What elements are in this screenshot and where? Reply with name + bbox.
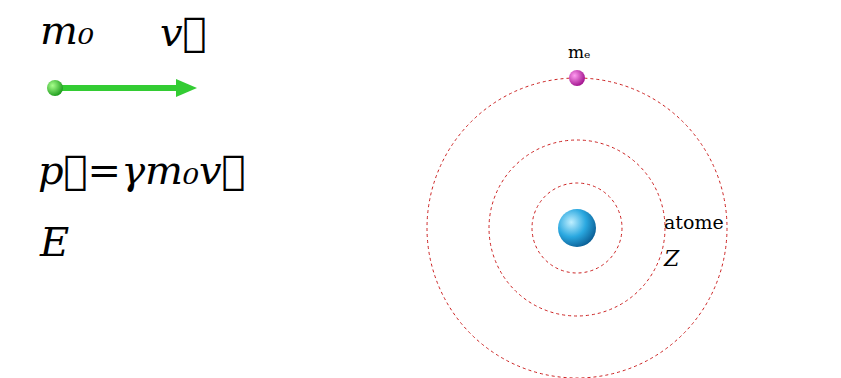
energy-label: E xyxy=(40,222,69,262)
velocity-label: v⃗ xyxy=(160,12,207,52)
electron-mass-label: mₑ xyxy=(568,44,591,61)
rest-mass-label: m₀ xyxy=(40,10,94,50)
nucleus xyxy=(558,209,596,247)
outer-orbit xyxy=(427,78,727,378)
electron xyxy=(569,70,585,86)
momentum-formula: p⃗=γm₀v⃗ xyxy=(38,150,246,190)
velocity-arrow xyxy=(58,85,180,91)
atom-label: atome xyxy=(664,213,724,232)
atomic-number-label: Z xyxy=(664,248,679,270)
velocity-arrowhead xyxy=(176,79,197,97)
middle-orbit xyxy=(489,140,665,316)
particle xyxy=(47,80,63,96)
inner-orbit xyxy=(532,183,622,273)
